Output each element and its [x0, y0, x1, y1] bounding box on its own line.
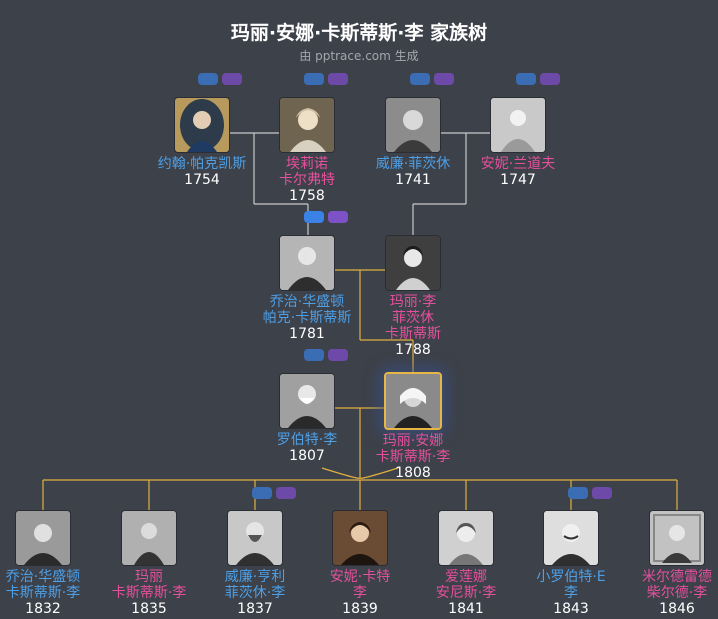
portrait-photo — [543, 510, 599, 566]
person-birth-year: 1758 — [289, 188, 325, 204]
portrait-photo — [227, 510, 283, 566]
person-birth-year: 1781 — [289, 326, 325, 342]
person-birth-year: 1747 — [500, 172, 536, 188]
tag-purple[interactable] — [222, 73, 242, 85]
person-name: 约翰·帕克凯斯 — [157, 156, 247, 172]
tag-blue[interactable] — [410, 73, 430, 85]
person-name: 爱莲娜安尼斯·李 — [435, 569, 497, 601]
person-card[interactable]: 约翰·帕克凯斯 1754 — [142, 97, 262, 188]
person-card[interactable]: 乔治·华盛顿帕克·卡斯蒂斯 1781 — [247, 235, 367, 342]
child-card[interactable]: 安妮·卡特李 1839 — [300, 510, 420, 617]
page-title: 玛丽·安娜·卡斯蒂斯·李 家族树 — [230, 22, 488, 44]
portrait-photo — [174, 97, 230, 153]
tag-pair[interactable] — [304, 73, 348, 85]
tag-blue[interactable] — [516, 73, 536, 85]
page-subtitle: 由 pptrace.com 生成 — [299, 49, 419, 63]
child-card[interactable]: 玛丽卡斯蒂斯·李 1835 — [89, 510, 209, 617]
tag-pair[interactable] — [568, 487, 612, 499]
person-name: 安妮·卡特李 — [329, 569, 391, 601]
tag-purple[interactable] — [434, 73, 454, 85]
tag-purple[interactable] — [540, 73, 560, 85]
portrait-photo — [121, 510, 177, 566]
tag-purple[interactable] — [276, 487, 296, 499]
person-name: 米尔德雷德柴尔德·李 — [642, 569, 712, 601]
person-name: 埃莉诺卡尔弗特 — [279, 156, 335, 188]
person-birth-year: 1741 — [395, 172, 431, 188]
portrait-photo — [385, 97, 441, 153]
portrait-photo — [490, 97, 546, 153]
person-name: 玛丽·李菲茨休卡斯蒂斯 — [385, 294, 441, 342]
tag-blue[interactable] — [252, 487, 272, 499]
tag-blue[interactable] — [198, 73, 218, 85]
child-card[interactable]: 米尔德雷德柴尔德·李 1846 — [617, 510, 718, 617]
person-card[interactable]: 威廉·菲茨休 1741 — [353, 97, 473, 188]
child-card[interactable]: 威廉·亨利菲茨休·李 1837 — [195, 510, 315, 617]
portrait-photo — [332, 510, 388, 566]
tag-blue[interactable] — [568, 487, 588, 499]
person-birth-year: 1808 — [395, 465, 431, 481]
portrait-photo — [649, 510, 705, 566]
person-name: 乔治·华盛顿帕克·卡斯蒂斯 — [262, 294, 352, 326]
person-birth-year: 1807 — [289, 448, 325, 464]
person-birth-year: 1835 — [131, 601, 167, 617]
person-birth-year: 1846 — [659, 601, 695, 617]
portrait-photo — [279, 235, 335, 291]
tag-purple[interactable] — [328, 349, 348, 361]
person-birth-year: 1837 — [237, 601, 273, 617]
person-birth-year: 1841 — [448, 601, 484, 617]
tag-pair[interactable] — [252, 487, 296, 499]
portrait-photo — [15, 510, 71, 566]
person-name: 威廉·亨利菲茨休·李 — [224, 569, 286, 601]
child-card[interactable]: 乔治·华盛顿卡斯蒂斯·李 1832 — [0, 510, 103, 617]
person-birth-year: 1843 — [553, 601, 589, 617]
child-card[interactable]: 爱莲娜安尼斯·李 1841 — [406, 510, 526, 617]
tag-blue[interactable] — [304, 349, 324, 361]
tag-purple[interactable] — [328, 211, 348, 223]
person-card[interactable]: 埃莉诺卡尔弗特 1758 — [247, 97, 367, 204]
tag-purple[interactable] — [328, 73, 348, 85]
tag-blue[interactable] — [304, 73, 324, 85]
person-card[interactable]: 安妮·兰道夫 1747 — [458, 97, 578, 188]
portrait-photo — [438, 510, 494, 566]
person-name: 乔治·华盛顿卡斯蒂斯·李 — [5, 569, 81, 601]
portrait-photo — [279, 373, 335, 429]
tag-pair[interactable] — [304, 211, 348, 223]
tag-pair[interactable] — [304, 349, 348, 361]
person-card[interactable]: 玛丽·李菲茨休卡斯蒂斯 1788 — [353, 235, 473, 358]
person-name: 威廉·菲茨休 — [375, 156, 451, 172]
portrait-photo — [385, 235, 441, 291]
person-card[interactable]: 罗伯特·李 1807 — [247, 373, 367, 464]
person-name: 玛丽卡斯蒂斯·李 — [111, 569, 187, 601]
portrait-photo — [279, 97, 335, 153]
person-birth-year: 1754 — [184, 172, 220, 188]
tag-pair[interactable] — [198, 73, 242, 85]
tag-pair[interactable] — [516, 73, 560, 85]
person-birth-year: 1788 — [395, 342, 431, 358]
portrait-photo — [384, 372, 442, 430]
person-birth-year: 1839 — [342, 601, 378, 617]
focus-person-card[interactable]: 玛丽·安娜卡斯蒂斯·李 1808 — [353, 372, 473, 481]
person-name: 安妮·兰道夫 — [480, 156, 556, 172]
person-name: 玛丽·安娜卡斯蒂斯·李 — [375, 433, 451, 465]
tag-pair[interactable] — [410, 73, 454, 85]
tag-blue[interactable] — [304, 211, 324, 223]
tag-purple[interactable] — [592, 487, 612, 499]
ancestor-lines — [228, 132, 490, 235]
person-name: 罗伯特·李 — [276, 432, 338, 448]
person-birth-year: 1832 — [25, 601, 61, 617]
